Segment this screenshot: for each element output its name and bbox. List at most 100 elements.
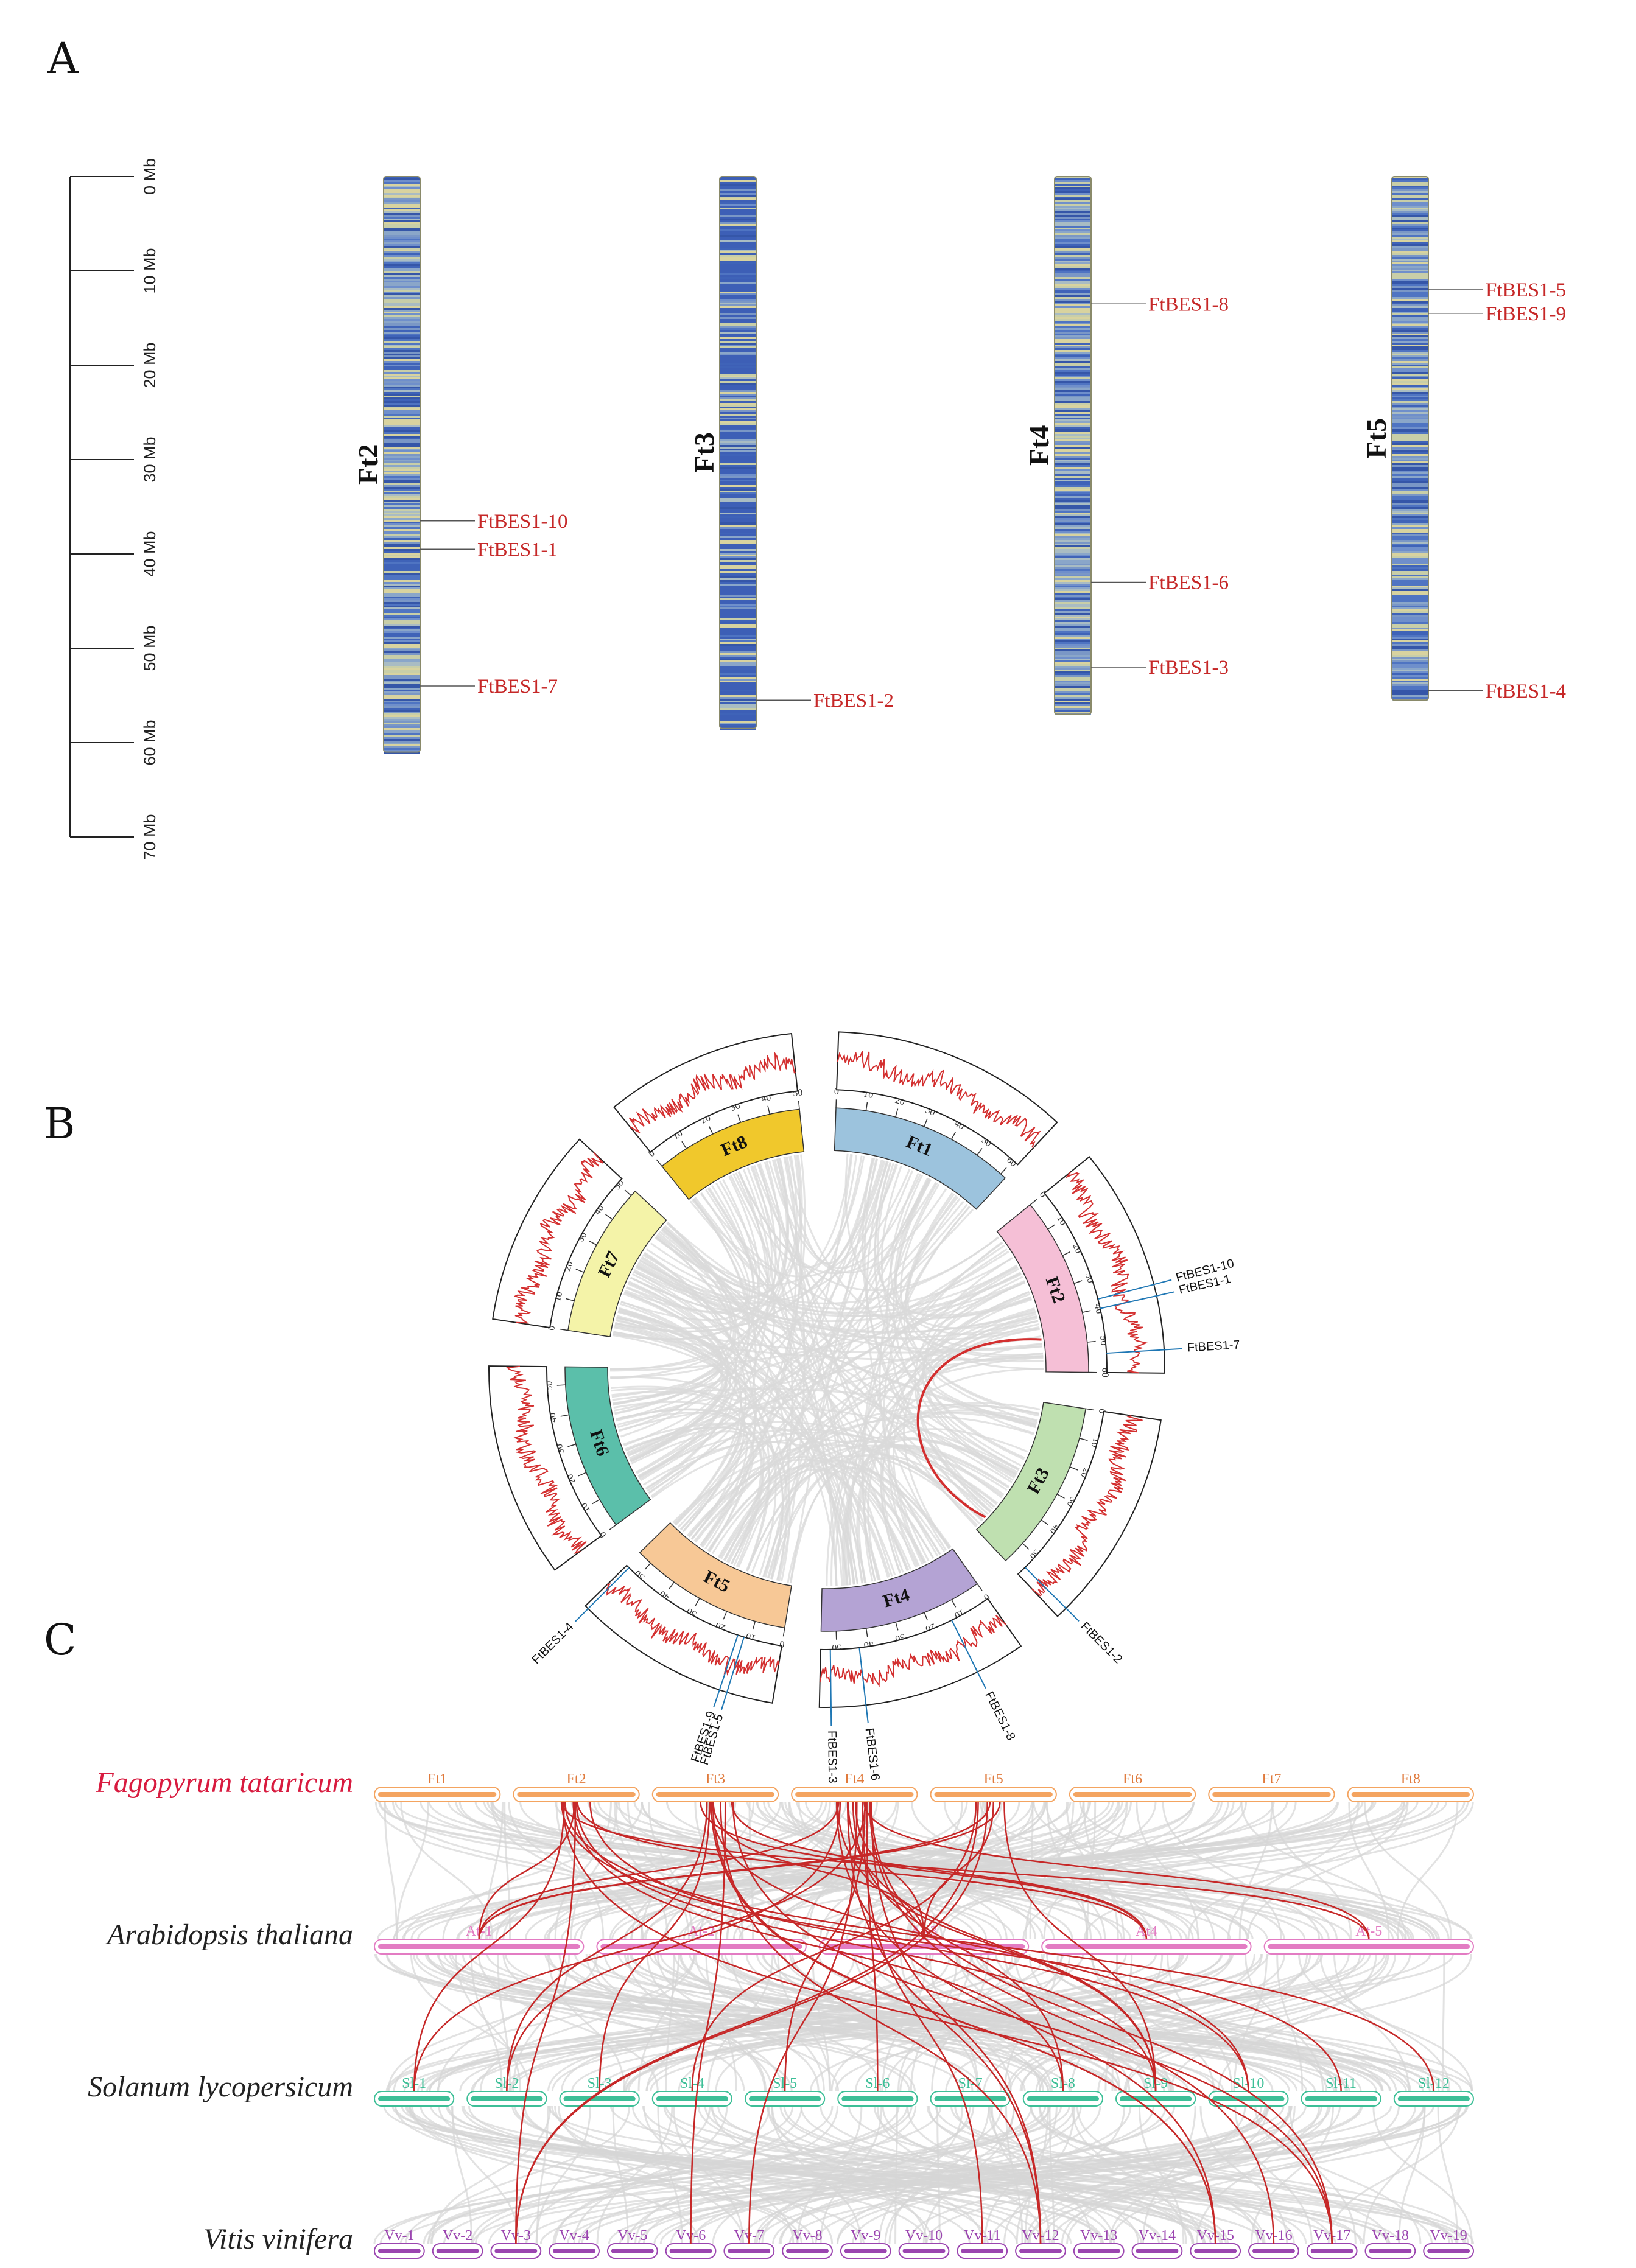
synteny-ribbon — [764, 1161, 864, 1584]
density-stripe — [1055, 394, 1091, 396]
collinear-link — [634, 2105, 839, 2244]
density-stripe — [384, 735, 420, 737]
density-stripe — [1392, 257, 1428, 259]
density-stripe — [1055, 629, 1091, 631]
density-stripe — [1392, 545, 1428, 547]
density-stripe — [1055, 286, 1091, 288]
density-stripe — [1055, 522, 1091, 523]
collinear-link — [508, 1801, 644, 1940]
collinear-link — [1039, 2105, 1390, 2244]
collinear-link — [566, 2105, 1270, 2244]
collinear-link — [412, 1953, 911, 2092]
density-stripe — [384, 593, 420, 595]
synteny-ribbon — [656, 1234, 757, 1550]
density-stripe — [720, 699, 756, 701]
density-stripe — [1055, 646, 1091, 648]
gene-marker — [1097, 1279, 1172, 1300]
synteny-chromosome-bar — [656, 1792, 775, 1797]
density-stripe — [1055, 635, 1091, 637]
density-stripe — [384, 341, 420, 343]
density-stripe — [384, 385, 420, 387]
density-stripe — [720, 558, 756, 560]
density-stripe — [1392, 591, 1428, 593]
density-stripe — [1055, 544, 1091, 545]
collinear-link — [659, 2105, 1467, 2244]
density-stripe — [1392, 565, 1428, 567]
synteny-chromosome-label: Ft3 — [706, 1771, 725, 1787]
density-stripe — [720, 489, 756, 491]
density-stripe — [384, 659, 420, 660]
density-stripe — [1055, 639, 1091, 640]
density-stripe — [1055, 620, 1091, 622]
density-stripe — [720, 660, 756, 662]
density-stripe — [720, 527, 756, 529]
density-stripe — [384, 679, 420, 681]
density-stripe — [1055, 182, 1091, 184]
density-stripe — [1392, 589, 1428, 591]
density-stripe — [384, 427, 420, 429]
scale-tick — [895, 1622, 899, 1631]
collinear-link — [1276, 1953, 1304, 2092]
density-stripe — [1055, 701, 1091, 702]
collinear-link — [1123, 1953, 1389, 2092]
density-stripe — [1392, 520, 1428, 522]
density-stripe — [1055, 326, 1091, 328]
density-stripe — [1392, 255, 1428, 257]
density-stripe — [1055, 270, 1091, 271]
scale-tick — [951, 1132, 957, 1140]
scale-tick — [695, 1598, 700, 1606]
density-stripe — [720, 177, 756, 178]
density-stripe — [1055, 410, 1091, 412]
synteny-chromosome-bar — [1305, 2096, 1377, 2101]
synteny-chromosome-label: Ft5 — [984, 1771, 1003, 1787]
density-stripe — [720, 480, 756, 481]
synteny-chromosome-label: Vv-1 — [384, 2228, 414, 2244]
density-stripe — [1392, 328, 1428, 330]
density-stripe — [384, 177, 420, 178]
density-stripe — [1392, 668, 1428, 670]
collinear-link — [1250, 2105, 1335, 2244]
density-stripe — [1055, 317, 1091, 319]
density-stripe — [1392, 452, 1428, 454]
density-stripe — [1392, 629, 1428, 631]
density-stripe — [384, 246, 420, 248]
density-stripe — [1392, 498, 1428, 500]
synteny-chromosome-bar — [656, 2096, 728, 2101]
density-stripe — [1392, 489, 1428, 491]
density-stripe — [720, 573, 756, 575]
synteny-ribbons — [609, 1153, 1044, 1587]
scale-tick — [656, 1159, 662, 1167]
density-stripe — [1055, 385, 1091, 387]
density-stripe — [720, 293, 756, 295]
collinear-link — [409, 2105, 865, 2244]
density-stripe — [384, 220, 420, 222]
scale-tick — [708, 1126, 714, 1135]
density-stripe — [1392, 202, 1428, 204]
synteny-chromosome-bar — [563, 2096, 636, 2101]
density-stripe — [720, 186, 756, 187]
density-stripe — [384, 438, 420, 439]
synteny-chromosome-bar — [934, 1792, 1053, 1797]
density-stripe — [384, 215, 420, 217]
collinear-link — [536, 2105, 549, 2244]
density-stripe — [384, 655, 420, 657]
density-stripe — [384, 337, 420, 339]
density-stripe — [384, 275, 420, 277]
density-stripe — [1392, 644, 1428, 646]
density-stripe — [1392, 648, 1428, 649]
collinear-link — [1247, 1801, 1409, 1940]
density-stripe — [384, 200, 420, 202]
synteny-ribbon — [784, 1157, 874, 1264]
density-stripe — [384, 697, 420, 699]
density-stripe — [1392, 323, 1428, 324]
collinear-link — [756, 1801, 1440, 1940]
density-stripe — [720, 250, 756, 251]
density-stripe — [384, 549, 420, 551]
synteny-chromosome-bar — [1397, 2096, 1470, 2101]
density-stripe — [1392, 315, 1428, 317]
density-stripe — [720, 421, 756, 423]
scale-tick — [865, 1102, 868, 1111]
density-stripe — [1392, 593, 1428, 595]
